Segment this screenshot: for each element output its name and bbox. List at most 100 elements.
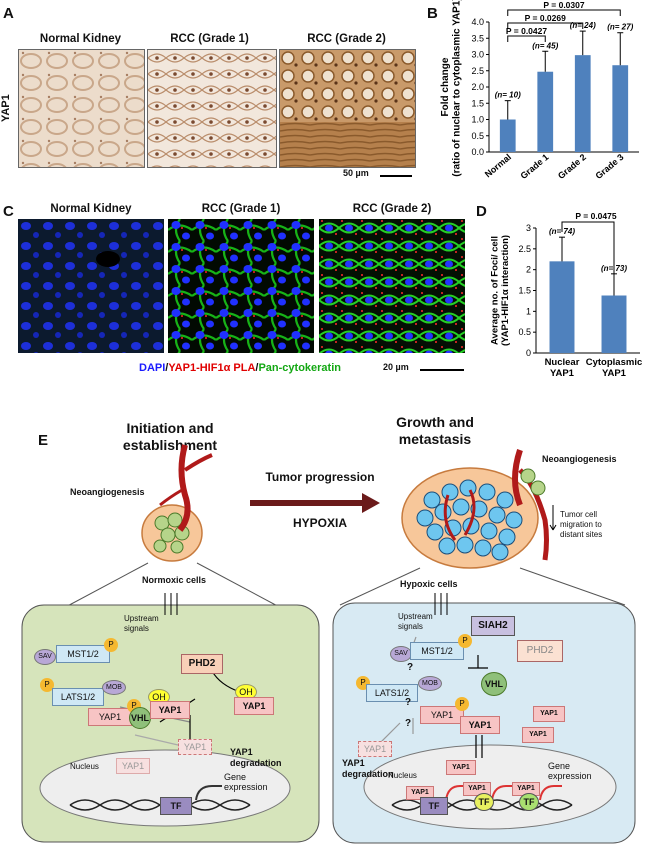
right-nuclear-yap1: YAP1 — [446, 760, 476, 775]
left-gene-line1: Gene — [224, 772, 247, 782]
left-yap1-degraded: YAP1 — [178, 739, 212, 755]
y-tick-label: 0.0 — [471, 147, 484, 157]
ihc-image-rcc-grade1 — [147, 49, 277, 168]
significance-bracket — [561, 221, 615, 277]
left-stage-title: Initiation and establishment — [100, 420, 240, 454]
c-title-grade1: RCC (Grade 1) — [201, 203, 281, 215]
right-siah2: SIAH2 — [471, 616, 515, 636]
y-tick-label: 0 — [526, 348, 531, 358]
right-p-mst: P — [458, 634, 472, 648]
bar — [499, 119, 516, 152]
legend-sep-1: / — [165, 362, 169, 374]
n-label: (n= 45) — [532, 41, 558, 50]
panel-a-letter: A — [3, 5, 14, 22]
left-tf: TF — [160, 797, 192, 815]
right-degradation-line1: YAP1 — [342, 758, 365, 768]
right-q-3: ? — [405, 718, 412, 729]
y-tick-label: 1.5 — [518, 286, 531, 296]
left-vhl: VHL — [129, 707, 151, 729]
panel-d-letter: D — [476, 203, 487, 220]
legend-dapi: DAPI — [139, 362, 166, 374]
left-title-line2: establishment — [122, 437, 218, 453]
panel-b-letter: B — [427, 5, 438, 22]
right-tf-2: TF — [474, 793, 494, 811]
migration-line1: Tumor cell — [560, 510, 598, 519]
left-yap1-hydroxylated: YAP1 — [150, 701, 190, 719]
right-q-2: ? — [405, 697, 412, 708]
right-lats: LATS1/2 — [366, 684, 418, 702]
left-gene-line2: expression — [224, 782, 268, 792]
y-axis-label: Fold change(ratio of nuclear to cytoplas… — [440, 0, 463, 177]
left-mst: MST1/2 — [56, 645, 110, 663]
left-degradation-line2: degradation — [230, 758, 282, 768]
a-scale-bar — [380, 175, 412, 177]
right-degradation-line2: degradation — [342, 769, 394, 779]
y-tick-label: 2.0 — [471, 82, 484, 92]
left-yap1-free: YAP1 — [234, 697, 274, 715]
right-p-yap1: P — [455, 697, 469, 711]
panel-c-letter: C — [3, 203, 14, 220]
right-sav: SAV — [390, 646, 412, 662]
migration-line3: distant sites — [560, 530, 603, 539]
y-tick-label: 1 — [526, 306, 531, 316]
right-mst: MST1/2 — [410, 642, 464, 660]
p-value-label: P = 0.0475 — [575, 211, 616, 221]
significance-bracket — [507, 9, 621, 16]
p-value-label: P = 0.0307 — [543, 0, 584, 10]
n-label: (n= 27) — [607, 23, 633, 32]
neoangiogenesis-left-label: Neoangiogenesis — [70, 487, 145, 497]
migration-line2: migration to — [560, 520, 602, 529]
y-axis-label: Average no. of Foci/ cell(YAP1-HIF1α int… — [489, 235, 511, 346]
left-degradation-line1: YAP1 — [230, 747, 253, 757]
c-scale-bar — [420, 369, 464, 371]
right-yap1-a: YAP1 — [533, 706, 565, 722]
left-upstream-label: Upstream signals — [124, 614, 159, 634]
a-title-grade1: RCC (Grade 1) — [170, 33, 249, 45]
right-upstream-label: Upstream signals — [398, 612, 433, 632]
hypoxic-cells-label: Hypoxic cells — [400, 579, 458, 589]
ihc-image-normal-kidney — [18, 49, 145, 168]
left-yap1-p: YAP1 — [88, 708, 132, 726]
right-tf-1: TF — [420, 797, 448, 815]
right-phd2: PHD2 — [517, 640, 563, 662]
neoangiogenesis-right-label: Neoangiogenesis — [542, 454, 617, 464]
left-phd2: PHD2 — [181, 654, 223, 674]
if-image-normal-kidney — [18, 219, 164, 353]
right-title-line2: metastasis — [398, 431, 472, 447]
left-upstream-line1: Upstream — [124, 614, 159, 623]
left-p-lats: P — [40, 678, 54, 692]
y-tick-label: 1.0 — [471, 115, 484, 125]
migration-label: Tumor cell migration to distant sites — [560, 510, 602, 540]
c-title-grade2: RCC (Grade 2) — [352, 203, 432, 215]
legend-pla: YAP1-HIF1α PLA — [168, 362, 256, 374]
y-tick-label: 2 — [526, 265, 531, 275]
ihc-image-rcc-grade2 — [279, 49, 416, 168]
tumor-progression-label: Tumor progression — [265, 470, 375, 484]
a-title-grade2: RCC (Grade 2) — [307, 33, 386, 45]
right-degradation-label: YAP1 degradation — [342, 758, 394, 780]
right-stage-title: Growth and metastasis — [380, 414, 490, 448]
right-yap1-p: YAP1 — [420, 706, 464, 724]
bar — [574, 55, 591, 152]
y-tick-label: 0.5 — [471, 131, 484, 141]
n-label: (n= 10) — [495, 91, 521, 100]
left-sav: SAV — [34, 649, 56, 665]
c-scale-bar-label: 20 µm — [383, 362, 409, 372]
right-gene-expression: Gene expression — [548, 761, 592, 781]
y-tick-label: 3 — [526, 223, 531, 233]
normoxic-cells-label: Normoxic cells — [142, 575, 207, 585]
right-upstream-line1: Upstream — [398, 612, 433, 621]
right-q-1: ? — [407, 662, 414, 673]
legend-ck: Pan-cytokeratin — [258, 362, 341, 374]
large-tumor-illustration — [401, 449, 557, 569]
small-tumor-illustration — [141, 444, 213, 562]
right-upstream-line2: signals — [398, 622, 423, 631]
right-tf-3: TF — [519, 793, 539, 811]
bar — [549, 261, 575, 353]
y-tick-label: 1.5 — [471, 98, 484, 108]
left-nucleus-label: Nucleus — [70, 762, 99, 771]
hypoxia-label: HYPOXIA — [292, 516, 347, 530]
